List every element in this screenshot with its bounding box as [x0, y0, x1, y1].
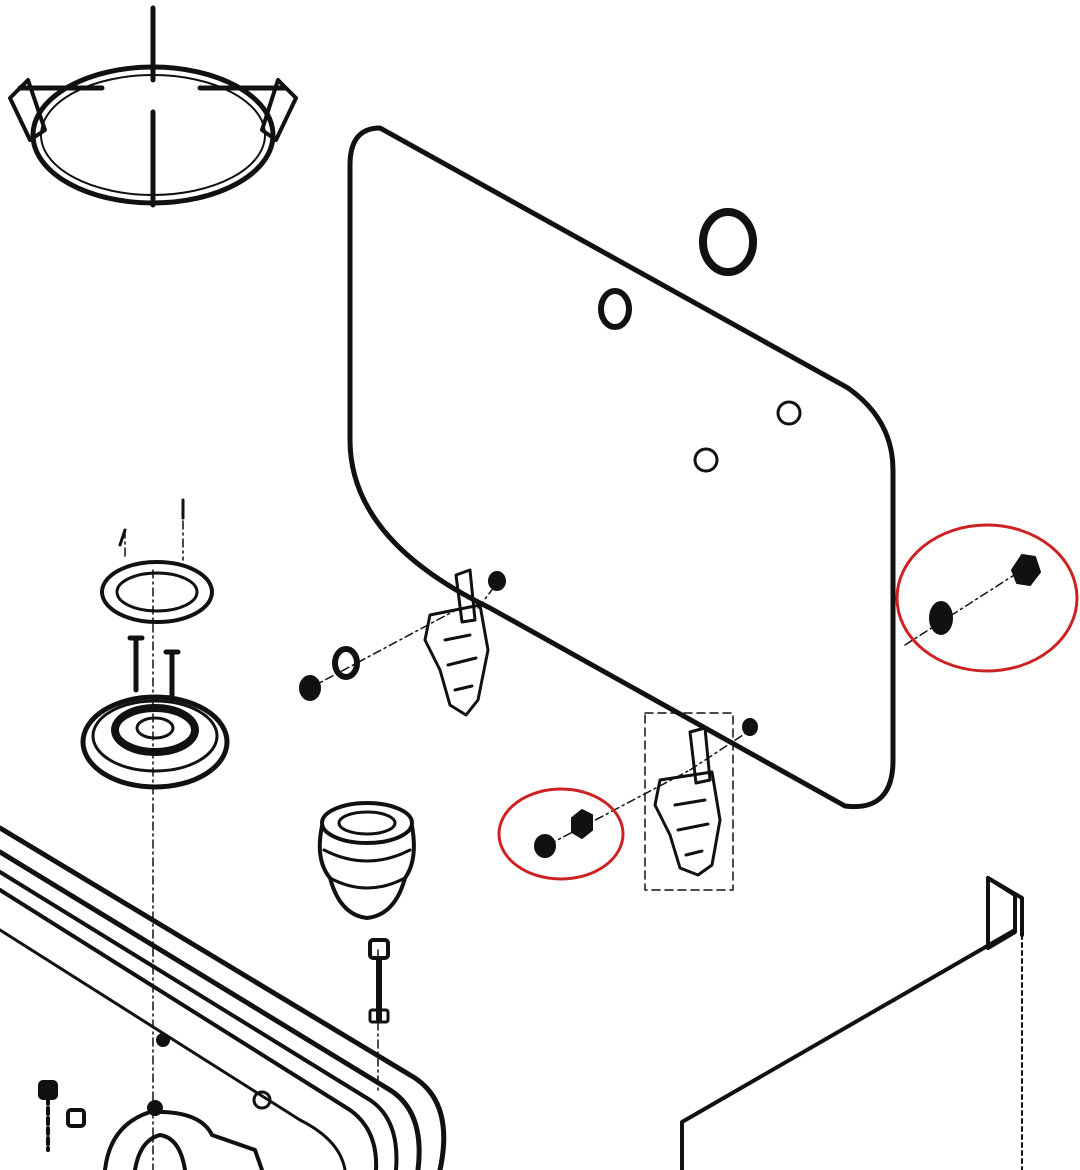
- nut: [488, 571, 758, 736]
- lid-hinge-right: [644, 712, 734, 891]
- lid-stud: [776, 400, 802, 426]
- lid-stud: [693, 447, 719, 473]
- screw: [299, 675, 321, 701]
- side-panel: [680, 876, 1024, 1170]
- burner-cup: [317, 801, 416, 920]
- highlight-circle-lower: [497, 787, 625, 881]
- washer: [332, 646, 360, 680]
- burner-cap: [80, 694, 230, 790]
- burner-base: [38, 1033, 272, 1170]
- glass-lid: [347, 125, 896, 810]
- assembly-leader-lines: [124, 502, 1023, 1170]
- highlight-circle-right: [895, 523, 1079, 673]
- bolt: [127, 635, 181, 703]
- washer-and-nut-pair-right: [929, 554, 1041, 635]
- lid-hole-small: [598, 288, 632, 330]
- lid-hinge-left: [423, 568, 490, 717]
- lid-hole-large: [699, 208, 757, 276]
- burner-ring: [100, 498, 214, 624]
- hob-tray: [0, 825, 447, 1170]
- washer-and-nut-pair-lower: [534, 809, 593, 858]
- pan-support-grate: [8, 5, 298, 208]
- bolt: [368, 938, 390, 1024]
